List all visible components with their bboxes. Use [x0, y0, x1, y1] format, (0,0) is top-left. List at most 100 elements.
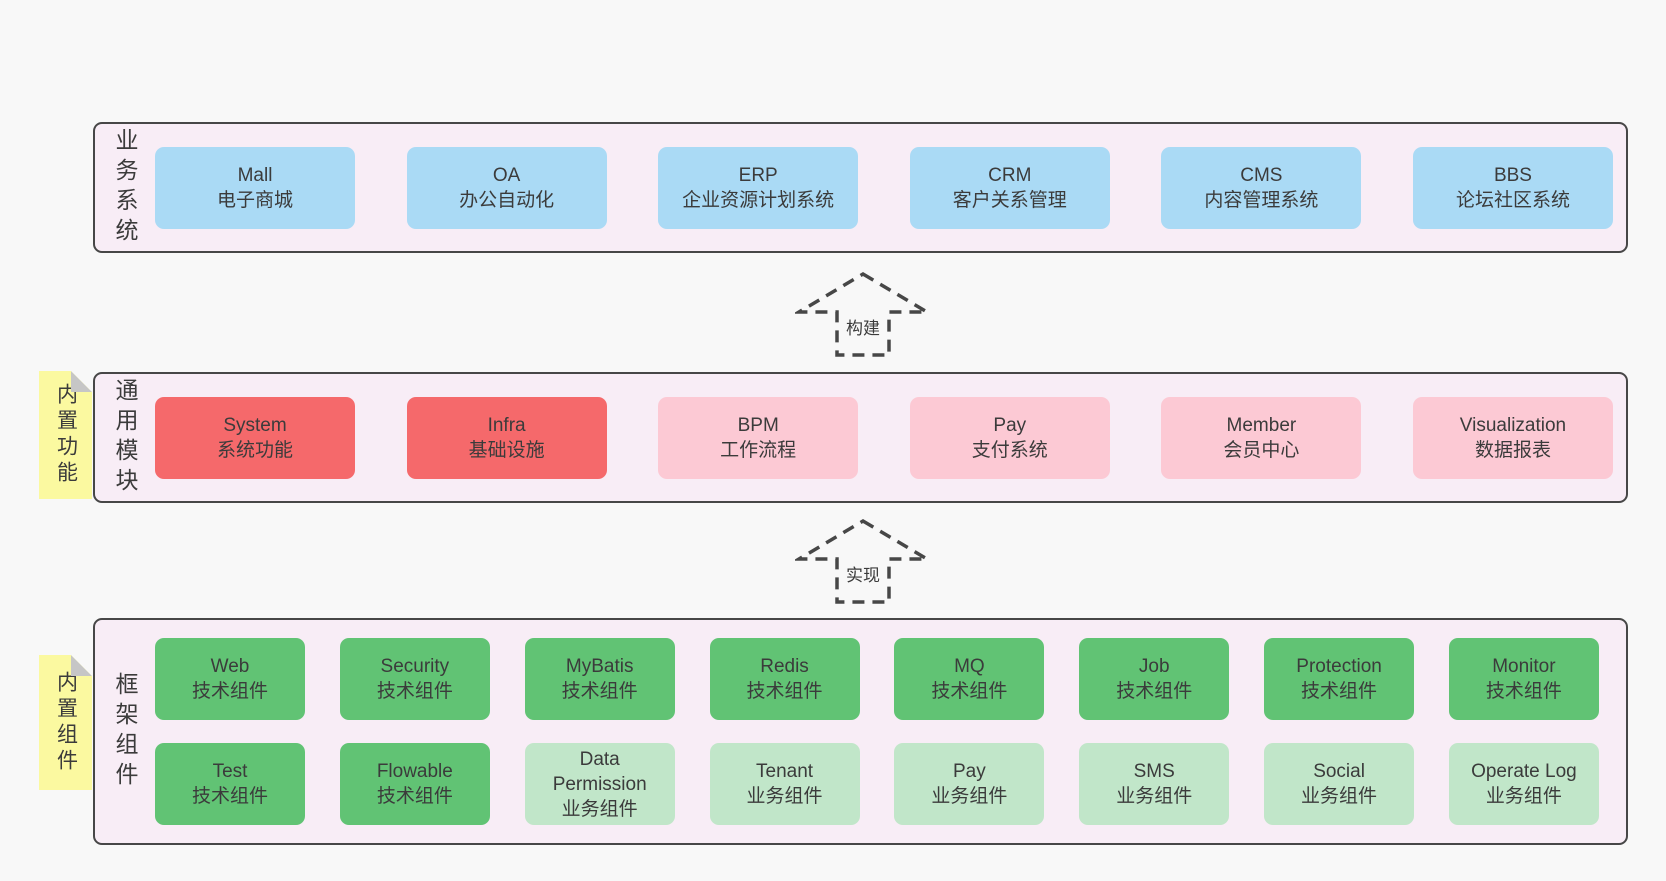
layer-label-framework-components: 框架组件	[112, 671, 138, 792]
module-desc: 办公自动化	[459, 189, 555, 211]
module-desc: 基础设施	[468, 439, 545, 461]
module-name: Data Permission	[552, 748, 647, 795]
module-name: SMS	[1133, 761, 1175, 782]
module-desc: 论坛社区系统	[1455, 189, 1570, 211]
module-box-mybatis: MyBatis 技术组件	[524, 638, 675, 720]
module-desc: 电子商城	[216, 189, 293, 211]
module-name: Web	[210, 656, 250, 677]
module-name: Infra	[487, 414, 526, 436]
module-name: Social	[1313, 761, 1365, 782]
module-desc: 工作流程	[720, 439, 797, 461]
module-box-sms: SMS 业务组件	[1079, 743, 1230, 825]
module-box-crm: CRM 客户关系管理	[909, 146, 1110, 229]
layer-label-business-systems: 业务系统	[112, 127, 138, 248]
module-name: BPM	[737, 414, 779, 436]
module-box-member: Member 会员中心	[1161, 396, 1362, 479]
module-desc: 技术组件	[191, 786, 268, 807]
folded-corner-icon	[71, 371, 92, 392]
module-desc: 技术组件	[1301, 681, 1378, 702]
module-desc: 业务组件	[1301, 786, 1378, 807]
module-desc: 技术组件	[376, 681, 453, 702]
module-box-infra: Infra 基础设施	[406, 396, 607, 479]
module-name: Protection	[1296, 656, 1382, 677]
module-box-visualization: Visualization 数据报表	[1412, 396, 1613, 479]
module-desc: 技术组件	[191, 681, 268, 702]
module-name: Operate Log	[1471, 761, 1577, 782]
folded-corner-icon	[71, 655, 92, 676]
module-name: Redis	[760, 656, 809, 677]
module-desc: 支付系统	[971, 439, 1048, 461]
module-desc: 业务组件	[1116, 786, 1193, 807]
module-box-data-permission: Data Permission 业务组件	[524, 743, 675, 825]
module-name: MyBatis	[565, 656, 634, 677]
module-name: Tenant	[756, 761, 814, 782]
module-box-mall: Mall 电子商城	[155, 146, 355, 229]
module-box-security: Security 技术组件	[339, 638, 490, 720]
module-box-pay: Pay 业务组件	[894, 743, 1045, 825]
sticky-note-builtin-features: 内置功能	[39, 371, 92, 499]
module-box-mq: MQ 技术组件	[894, 638, 1045, 720]
module-name: Monitor	[1492, 656, 1556, 677]
sticky-note-label: 内置功能	[54, 383, 78, 487]
module-box-pay: Pay 支付系统	[909, 396, 1110, 479]
module-box-cms: CMS 内容管理系统	[1161, 146, 1362, 229]
module-box-operate-log: Operate Log 业务组件	[1448, 743, 1599, 825]
layer-framework-components: 框架组件 Web 技术组件 Security 技术组件 MyBatis 技术组件 Redis…	[93, 618, 1628, 845]
module-desc: 业务组件	[931, 786, 1008, 807]
module-name: CMS	[1240, 164, 1283, 186]
module-desc: 技术组件	[376, 786, 453, 807]
module-box-oa: OA 办公自动化	[406, 146, 607, 229]
module-name: Mall	[237, 164, 273, 186]
module-box-protection: Protection 技术组件	[1264, 638, 1415, 720]
module-box-bbs: BBS 论坛社区系统	[1412, 146, 1613, 229]
module-name: Member	[1226, 414, 1297, 436]
module-box-social: Social 业务组件	[1264, 743, 1415, 825]
module-desc: 业务组件	[561, 798, 638, 820]
module-name: OA	[492, 164, 521, 186]
module-name: ERP	[738, 164, 778, 186]
module-desc: 业务组件	[1485, 786, 1562, 807]
module-desc: 技术组件	[1116, 681, 1193, 702]
module-desc: 技术组件	[746, 681, 823, 702]
module-desc: 业务组件	[746, 786, 823, 807]
module-desc: 客户关系管理	[952, 189, 1067, 211]
module-name: Pay	[953, 761, 986, 782]
module-box-web: Web 技术组件	[155, 638, 305, 720]
module-name: Visualization	[1459, 414, 1567, 436]
layer-rows: Mall 电子商城 OA 办公自动化 ERP 企业资源计划系统 CRM 客户关系管理 CMS 内容…	[95, 124, 1626, 251]
module-box-bpm: BPM 工作流程	[658, 396, 859, 479]
build-arrow-label: 构建	[842, 312, 884, 341]
module-desc: 企业资源计划系统	[682, 189, 835, 211]
module-name: Pay	[993, 414, 1027, 436]
module-name: Job	[1138, 656, 1170, 677]
module-name: Test	[212, 761, 248, 782]
module-name: System	[223, 414, 287, 436]
sticky-note-builtin-components: 内置组件	[39, 655, 92, 790]
module-box-monitor: Monitor 技术组件	[1448, 638, 1599, 720]
module-desc: 数据报表	[1474, 439, 1551, 461]
module-desc: 技术组件	[931, 681, 1008, 702]
layer-label-common-modules: 通用模块	[112, 377, 138, 498]
module-name: MQ	[954, 656, 985, 677]
module-name: BBS	[1493, 164, 1532, 186]
module-row: Mall 电子商城 OA 办公自动化 ERP 企业资源计划系统 CRM 客户关系管理 CMS 内容…	[155, 146, 1613, 229]
module-desc: 技术组件	[1485, 681, 1562, 702]
module-box-test: Test 技术组件	[155, 743, 305, 825]
module-desc: 会员中心	[1223, 439, 1300, 461]
module-box-tenant: Tenant 业务组件	[709, 743, 860, 825]
module-desc: 内容管理系统	[1204, 189, 1319, 211]
module-name: CRM	[988, 164, 1032, 186]
implement-arrow-icon: 实现	[795, 517, 931, 605]
module-desc: 技术组件	[561, 681, 638, 702]
sticky-note-label: 内置组件	[54, 670, 78, 775]
module-name: Security	[380, 656, 450, 677]
